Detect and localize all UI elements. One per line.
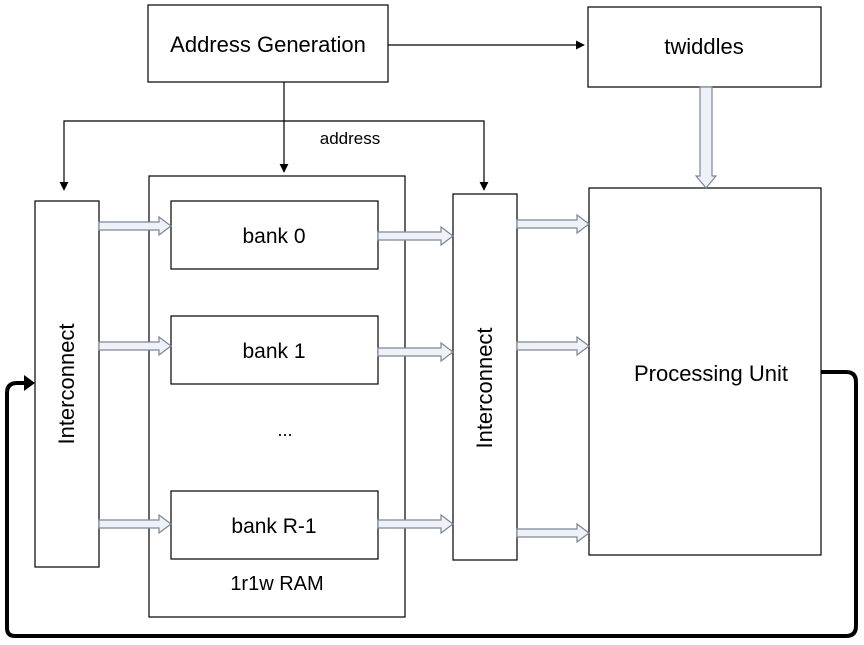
bank-ellipsis: ... bbox=[277, 420, 292, 440]
twiddles-block: twiddles bbox=[587, 6, 822, 88]
left-interconnect-label: Interconnect bbox=[54, 323, 79, 444]
bank-0-to-right-interconnect-arrow bbox=[377, 225, 454, 247]
bank-1-label: bank 1 bbox=[242, 340, 305, 363]
data-flow-arrows bbox=[98, 213, 590, 544]
right-interconnect-to-processing-arrow-3 bbox=[516, 522, 590, 544]
twiddles-label: twiddles bbox=[664, 34, 743, 59]
twiddles-to-processing-arrow bbox=[694, 86, 718, 189]
ram-block: 1r1w RAM bbox=[148, 175, 406, 618]
bank-last-to-right-interconnect-arrow bbox=[377, 513, 454, 535]
left-interconnect-to-bank-0-arrow bbox=[98, 215, 172, 237]
bank-0-label: bank 0 bbox=[242, 225, 305, 248]
right-interconnect-to-processing-arrow-2 bbox=[516, 335, 590, 357]
bank-1: bank 1 bbox=[170, 315, 379, 385]
right-interconnect-block: Interconnect bbox=[452, 193, 518, 561]
feedback-loop-line bbox=[5, 370, 858, 638]
ram-label: 1r1w RAM bbox=[230, 573, 323, 595]
right-interconnect-label: Interconnect bbox=[472, 327, 497, 448]
address-bus-lines bbox=[59, 82, 489, 191]
bank-last: bank R-1 bbox=[170, 490, 379, 560]
bank-1-to-right-interconnect-arrow bbox=[377, 341, 454, 363]
address-generation-label: Address Generation bbox=[170, 32, 366, 57]
left-interconnect-to-bank-1-arrow bbox=[98, 335, 172, 357]
feedback-loop-arrowhead bbox=[24, 375, 35, 391]
address-label: address bbox=[320, 129, 380, 148]
address-generation-block: Address Generation bbox=[147, 4, 389, 83]
left-interconnect-to-bank-last-arrow bbox=[98, 513, 172, 535]
bank-last-label: bank R-1 bbox=[231, 515, 316, 538]
processing-unit-label: Processing Unit bbox=[634, 361, 788, 386]
processing-unit-block: Processing Unit bbox=[588, 187, 822, 556]
bank-0: bank 0 bbox=[170, 200, 379, 270]
right-interconnect-to-processing-arrow-1 bbox=[516, 213, 590, 235]
left-interconnect-block: Interconnect bbox=[34, 200, 100, 568]
